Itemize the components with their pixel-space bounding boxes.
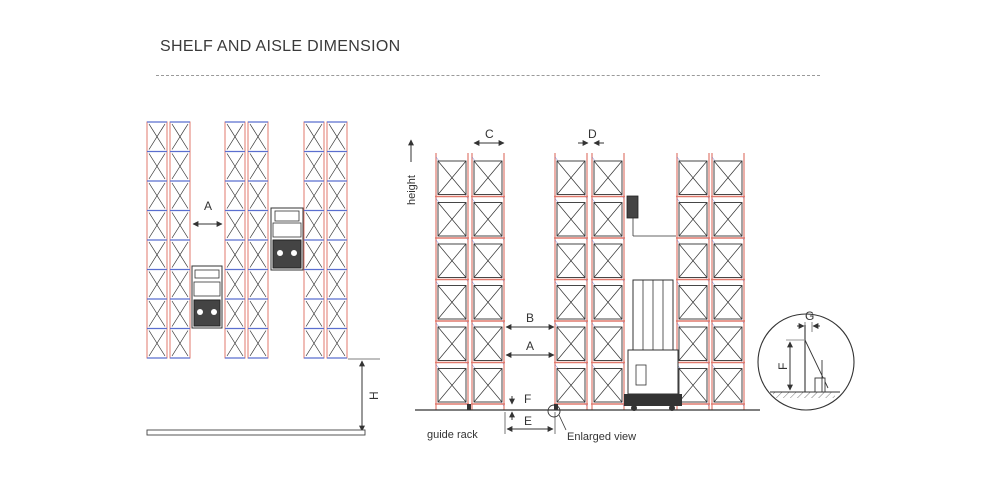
elev-label-f: F (524, 392, 531, 406)
elevation-rack-column (435, 153, 469, 410)
label-e: E (524, 414, 532, 428)
elevation-rack-column (591, 153, 625, 410)
elevation-view (435, 153, 745, 410)
page-title: SHELF AND AISLE DIMENSION (160, 38, 401, 55)
detail-label-f: F (776, 363, 790, 370)
plan-label-a: A (204, 199, 212, 213)
elevation-rack-column (471, 153, 505, 410)
elevation-rack-column (554, 153, 588, 410)
elevation-rack-column (676, 153, 710, 410)
plan-forklift-1 (191, 265, 223, 329)
enlarged-view-label: Enlarged view (567, 431, 636, 443)
elevation-forklift (624, 195, 682, 411)
label-c: C (485, 127, 494, 141)
label-d: D (588, 127, 597, 141)
plan-rack-column (303, 121, 325, 359)
plan-rack-column (224, 121, 246, 359)
label-b: B (526, 311, 534, 325)
title-divider (156, 75, 820, 76)
plan-label-h: H (367, 391, 381, 400)
detail-label-g: G (805, 309, 814, 323)
height-label: height (406, 175, 418, 205)
elevation-rack-column (711, 153, 745, 410)
plan-forklift-2 (270, 207, 304, 271)
plan-rack-column (169, 121, 191, 359)
elev-label-a: A (526, 339, 534, 353)
plan-rack-column (326, 121, 348, 359)
plan-view (146, 121, 348, 359)
plan-rack-column (247, 121, 269, 359)
plan-rack-column (146, 121, 168, 359)
enlarged-detail (757, 313, 855, 411)
guide-rack-label: guide rack (427, 429, 478, 441)
